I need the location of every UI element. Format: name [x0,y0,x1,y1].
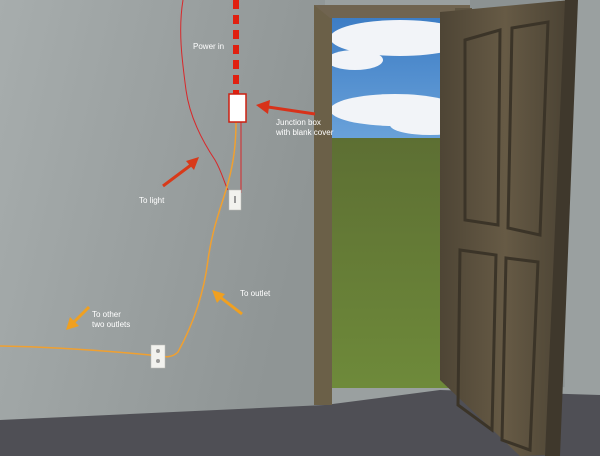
power-in-label: Power in [193,42,225,51]
outlet-socket-top [156,349,160,353]
to-outlet-label: To outlet [240,289,271,298]
door-frame-top [314,5,470,18]
door-panel [440,0,570,456]
door-frame-left [314,5,332,405]
light-wire [180,0,229,191]
floor [0,390,600,456]
door-edge [545,0,578,456]
junction-box [228,93,247,123]
to-other-outlets-arrow [66,305,91,330]
junction-box-label: Junction box with blank cover [276,118,334,137]
outlet-wire [0,121,237,358]
outlet [150,344,166,369]
to-light-label: To light [139,196,165,205]
outlet-socket-bottom [156,359,160,363]
to-outlet-arrow [212,290,243,316]
to-light-arrow [162,157,199,188]
junction-box-arrow [256,100,316,116]
door-recessed-panels [456,20,550,453]
light-switch-toggle [234,196,236,203]
to-other-outlets-label: To other two outlets [92,310,131,329]
